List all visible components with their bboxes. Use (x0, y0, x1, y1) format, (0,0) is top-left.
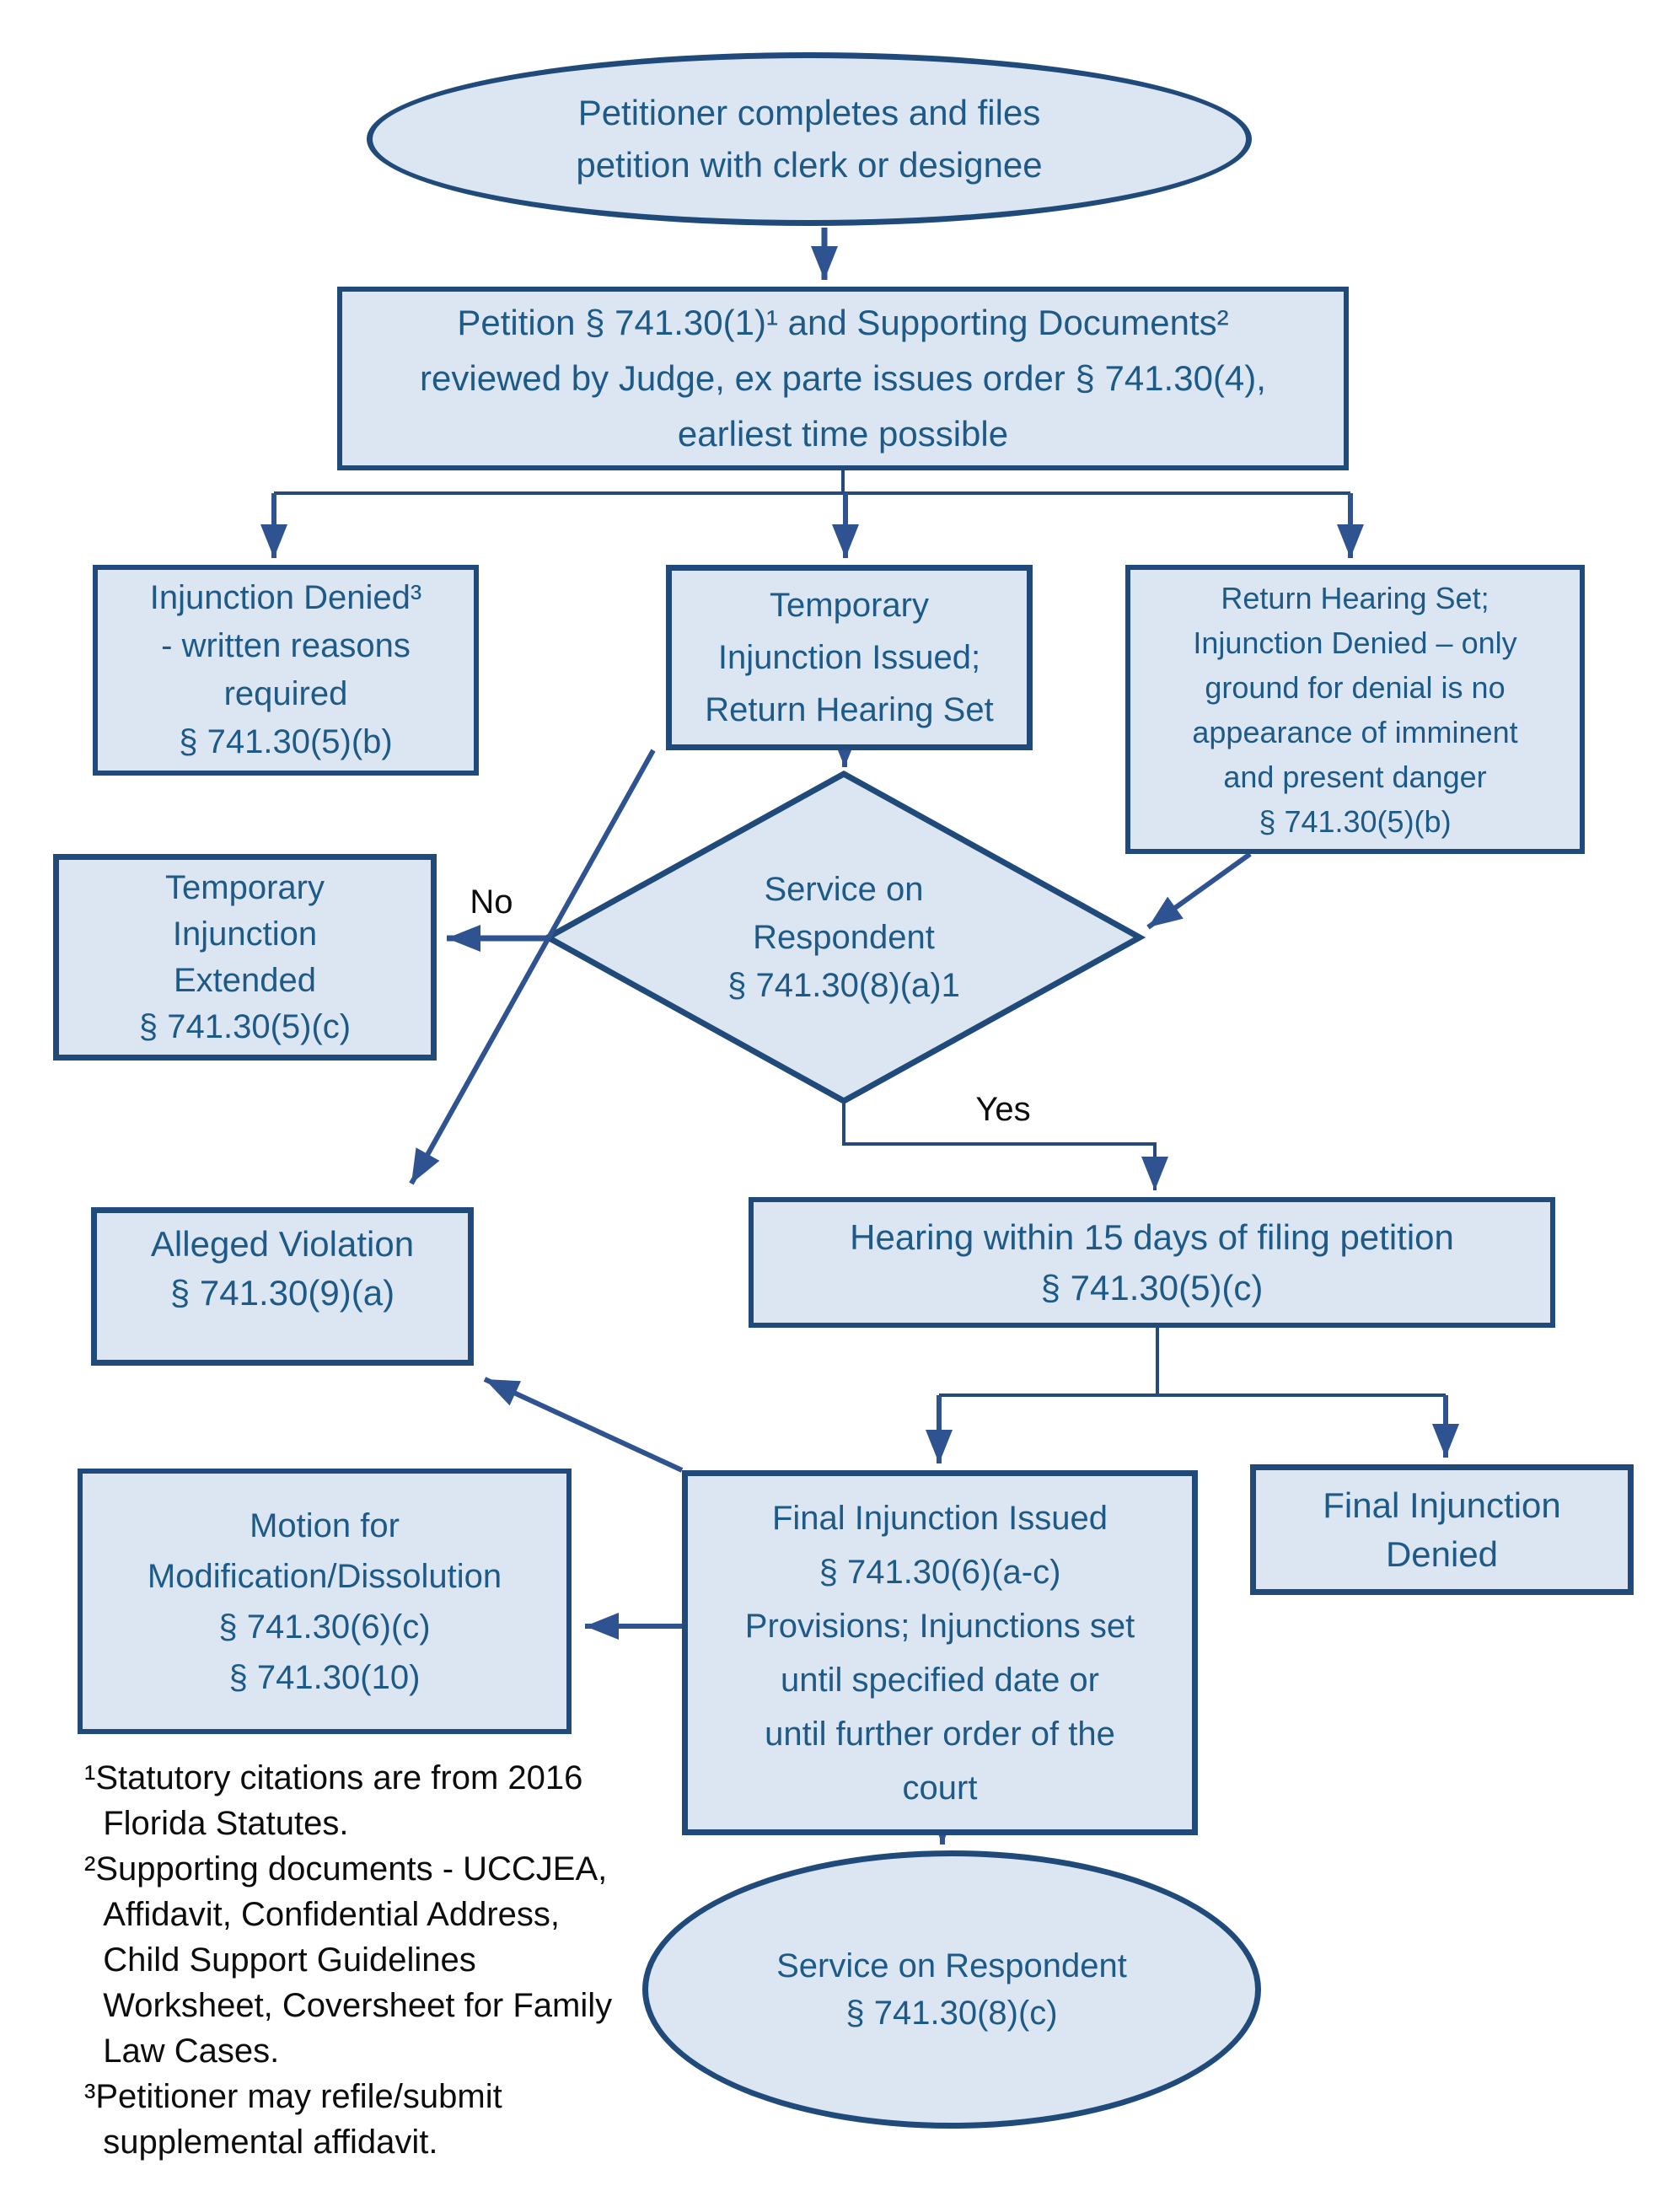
edge-temp-issued-to-alleged-violation (409, 749, 656, 1185)
temporary-injunction-issued-box: Temporary Injunction Issued; Return Hear… (666, 565, 1033, 750)
hearing-15-days-box: Hearing within 15 days of filing petitio… (749, 1197, 1555, 1328)
motion-modification-box: Motion for Modification/Dissolution § 74… (78, 1469, 572, 1734)
service-end-ellipse: Service on Respondent § 741.30(8)(c) (642, 1850, 1261, 2129)
return-hearing-set-box: Return Hearing Set; Injunction Denied – … (1125, 565, 1585, 854)
final-injunction-issued-box: Final Injunction Issued § 741.30(6)(a-c)… (682, 1470, 1198, 1835)
edge-return-hearing-to-service (1146, 851, 1252, 930)
service-decision-label: Service on Respondent § 741.30(8)(a)1 (727, 871, 960, 1004)
no-label: No (470, 883, 513, 921)
alleged-violation-box: Alleged Violation § 741.30(9)(a) (91, 1207, 474, 1366)
yes-label: Yes (975, 1091, 1031, 1128)
temporary-injunction-extended-box: Temporary Injunction Extended § 741.30(5… (53, 854, 437, 1061)
review-box: Petition § 741.30(1)¹ and Supporting Doc… (337, 287, 1349, 470)
final-injunction-denied-box: Final Injunction Denied (1250, 1464, 1634, 1595)
start-ellipse: Petitioner completes and files petition … (367, 52, 1252, 226)
footnotes: ¹Statutory citations are from 2016 Flori… (84, 1759, 613, 2161)
edge-final-issued-to-alleged-violation (483, 1377, 684, 1473)
edge-service-yes-to-hearing (842, 1101, 1168, 1190)
injunction-denied-box: Injunction Denied³ - written reasons req… (93, 565, 479, 776)
